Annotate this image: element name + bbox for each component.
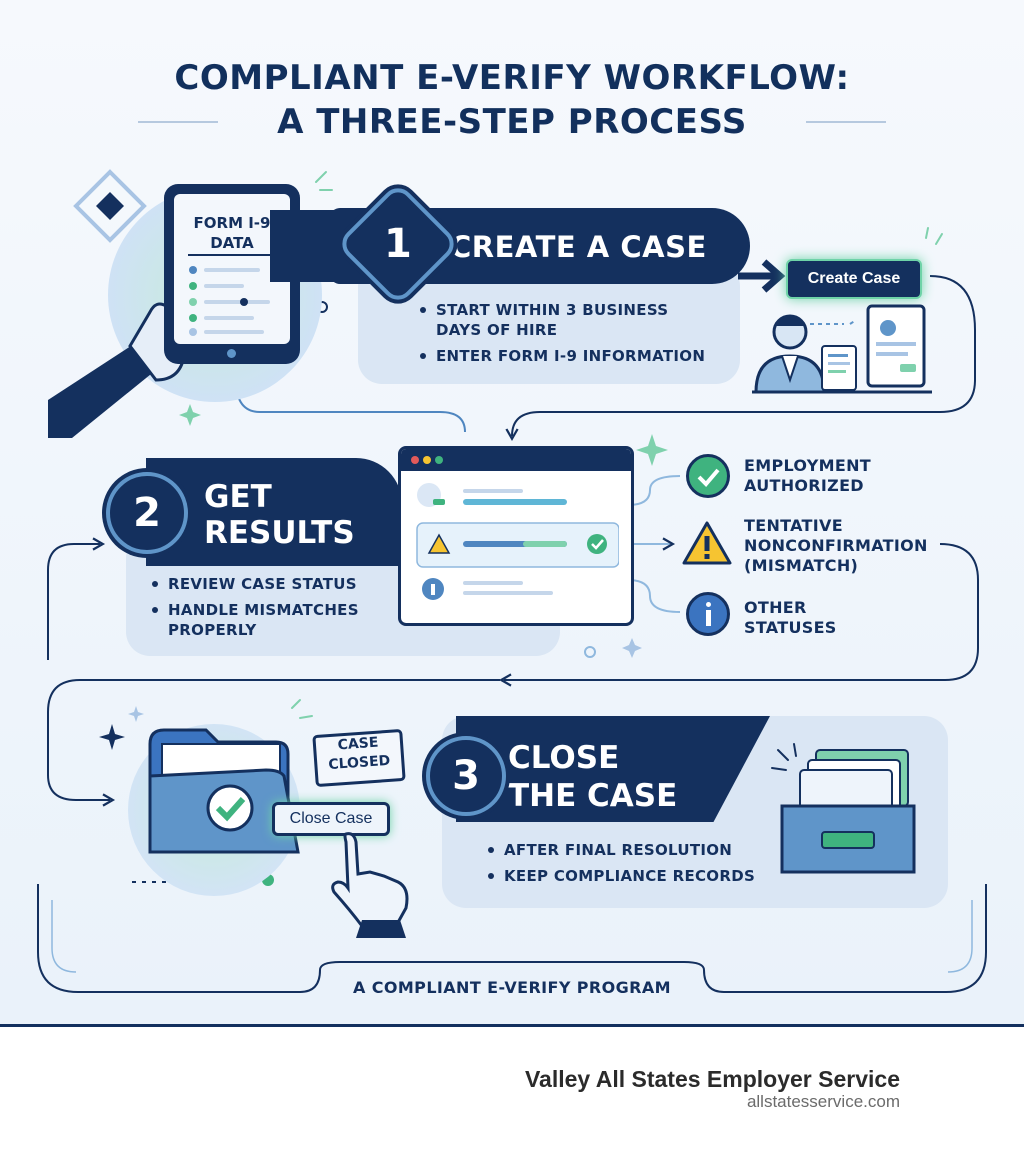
step2-title-1: GET [204,479,272,515]
program-frame [37,884,987,993]
deco-ring-2 [584,646,596,658]
step1-bullet-2: ENTER FORM I-9 INFORMATION [418,346,705,366]
title-line-1: COMPLIANT E-VERIFY WORKFLOW: [174,58,850,98]
pointer-hand-icon [331,832,409,938]
footer-url[interactable]: allstatesservice.com [746,1092,900,1111]
diamond-logo-icon [73,169,147,243]
results-window [398,446,634,626]
connector-step1-to-step2 [505,275,976,442]
folder-check-icon [148,728,300,854]
step2-bullet-1: REVIEW CASE STATUS [150,574,359,594]
footer-company: Valley All States Employer Service [524,1066,900,1092]
step3-bullet-2: KEEP COMPLIANCE RECORDS [486,866,755,886]
title-rule-left [138,121,218,123]
sparkle-2 [179,404,201,426]
warning-triangle-icon [682,521,732,565]
step1-arrow-icon [738,259,786,293]
program-label: A COMPLIANT E-VERIFY PROGRAM [352,978,672,997]
connector-return-to-tablet [229,374,466,433]
results-rows [416,483,619,600]
close-case-button[interactable]: Close Case [272,802,390,836]
step3-title-2: THE CASE [508,778,678,814]
tablet-label-2: DATA [210,234,254,252]
results-window-titlebar [401,449,631,471]
step3-bullet-1: AFTER FINAL RESOLUTION [486,840,755,860]
file-box-icon [771,743,916,874]
step3-bullets: AFTER FINAL RESOLUTION KEEP COMPLIANCE R… [486,840,755,892]
tablet-label-1: FORM I-9 [193,214,271,232]
step3-banner: CLOSE THE CASE [456,716,770,822]
sparkle-5 [622,638,642,658]
step2-title-2: RESULTS [204,515,355,551]
info-circle-icon [686,592,730,636]
step2-badge: 2 [106,472,188,554]
step3-title-1: CLOSE [508,740,620,776]
sparkle-4 [99,724,125,750]
step3-badge: 3 [426,736,506,816]
branch-other [627,579,681,613]
sparkle-1 [636,434,668,466]
form-lines-icon [189,266,270,336]
create-case-button[interactable]: Create Case [786,259,922,299]
step1-title: CREATE A CASE [450,230,707,264]
step2-banner: GET RESULTS [146,458,402,566]
connector-into-step2 [47,537,106,660]
title-line-2: A THREE-STEP PROCESS [277,102,747,142]
title-rule-right [806,121,886,123]
branch-authorized [627,475,681,506]
connector-into-close [47,679,500,807]
infographic-canvas: COMPLIANT E-VERIFY WORKFLOW: A THREE-STE… [0,0,1024,1027]
check-circle-icon [686,454,730,498]
step1-banner-lead [270,210,350,282]
employee-documents-icon [752,304,932,394]
connector-step2-to-step3 [498,543,979,687]
